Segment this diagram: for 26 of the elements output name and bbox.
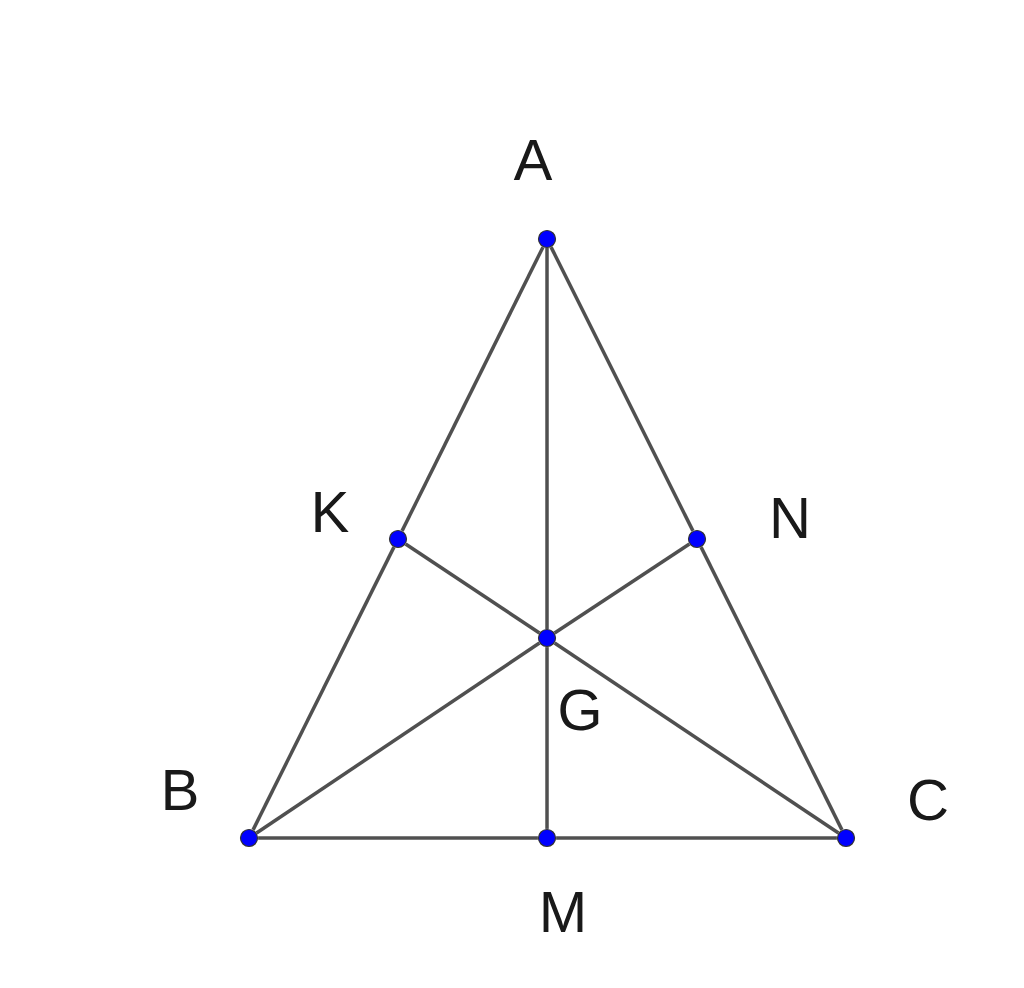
node-label: N <box>773 498 807 538</box>
node-label: C <box>910 779 947 821</box>
line-segment <box>255 641 541 835</box>
line-segment <box>404 542 541 635</box>
labeled-point: B <box>165 770 259 848</box>
line-segment <box>553 641 840 835</box>
labeled-point: A <box>513 140 557 249</box>
line-segment <box>251 546 396 831</box>
line-segment <box>549 246 695 532</box>
node-label: G <box>560 689 599 731</box>
line-segment <box>553 542 691 635</box>
node-label: M <box>543 892 583 932</box>
line-segment <box>400 246 545 532</box>
line-segment <box>556 836 837 840</box>
node-label: K <box>315 492 349 532</box>
line-segment <box>545 248 549 629</box>
line-segment <box>545 647 549 829</box>
labeled-point: K <box>315 492 408 549</box>
labeled-point: C <box>836 779 947 848</box>
labeled-point: G <box>537 628 599 731</box>
labeled-point: M <box>537 828 583 932</box>
node-label: A <box>513 140 553 180</box>
line-segment <box>258 836 538 840</box>
labeled-point: N <box>687 498 807 549</box>
line-segment <box>699 546 844 831</box>
node-label: B <box>165 770 197 810</box>
